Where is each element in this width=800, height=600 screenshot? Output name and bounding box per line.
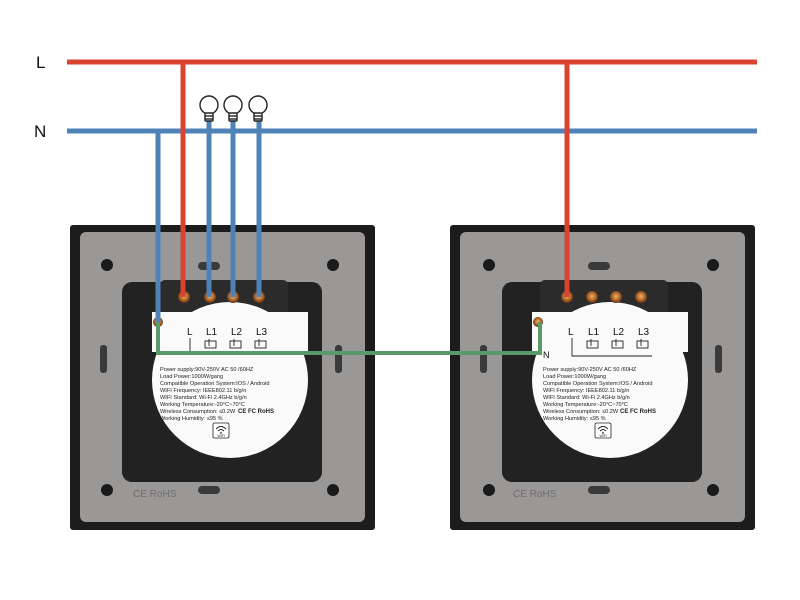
spec-line: WIFI Frequency: IEEE802.11 b/g/n [543,388,629,394]
light-bulb-icon [248,95,268,122]
wifi-caption: WIFI [218,434,225,438]
mount-hole [483,484,495,496]
switch-1-terminal-l2: L2 [231,327,243,338]
switch-2-terminal-l1: L1 [588,327,600,338]
mount-hole [101,259,113,271]
bulbs [199,95,268,122]
switch-2-terminal-block [540,280,668,314]
spec-line: WIFI Standard: Wi-Fi 2.4GHz b/g/n [160,395,247,401]
switch-1-spec-text: Power supply:90V-250V AC 50 /60HZ Load P… [160,367,269,422]
wires [67,59,757,355]
spec-line: Working Humidity: ≤95 % [543,416,606,422]
neutral-link-wire [156,322,542,355]
switch-1-emboss-text: CE RoHS [133,489,177,500]
mount-hole [101,484,113,496]
mount-hole [327,259,339,271]
mount-slot [335,345,342,373]
spec-line: Working Temperature:-20°C~70°C [543,402,628,408]
spec-line: Compatible Operation System:IOS / Androi… [160,381,269,387]
spec-line: WIFI Frequency: IEEE802.11 b/g/n [160,388,246,394]
wifi-icon: WIFI [212,422,230,439]
screw-terminal-icon [586,291,598,303]
spec-line: Power supply:90V-250V AC 50 /60HZ [160,367,254,373]
spec-line: WIFI Standard: Wi-Fi 2.4GHz b/g/n [543,395,630,401]
mount-slot [480,345,487,373]
mount-slot [588,486,610,494]
switch-2-relay-schematic [571,338,652,357]
switch-2: CE RoHS L L1 L2 L3 N Power supply:90V-25… [450,225,755,530]
mount-hole [707,484,719,496]
spec-line: Working Humidity: ≤95 % [160,416,223,422]
switch-1-terminal-l1: L1 [206,327,218,338]
switch-2-terminal-l2: L2 [613,327,625,338]
switch-2-label-top [532,312,688,352]
switch-2-terminal-l: L [568,327,574,338]
spec-line: Wireless Consumption: ≤0.2W [543,409,619,415]
mount-hole [707,259,719,271]
spec-line: Power supply:90V-250V AC 50 /60HZ [543,367,637,373]
neutral-rail-label: N [34,122,46,141]
mount-slot [100,345,107,373]
wifi-caption: WIFI [600,434,607,438]
spec-line: Working Temperature:-20°C~70°C [160,402,245,408]
live-rail-label: L [36,53,45,72]
switch-2-terminal-l3: L3 [638,327,650,338]
switch-1-terminal-block [160,280,288,314]
switch-2-neutral-label: N [543,350,550,360]
spec-line: Compatible Operation System:IOS / Androi… [543,381,652,387]
screw-terminal-icon [610,291,622,303]
spec-line: Load Power:1000W/gang [160,374,223,380]
switch-2-emboss-text: CE RoHS [513,489,557,500]
switch-1-terminal-l3: L3 [256,327,268,338]
switch-1-terminal-l: L [187,327,193,338]
switch-1-cert-marks: CE FC RoHS [238,409,274,415]
light-bulb-icon [223,95,243,122]
screw-terminal-icon [635,291,647,303]
wifi-icon: WIFI [594,422,612,439]
switch-2-cert-marks: CE FC RoHS [620,409,656,415]
light-bulb-icon [199,95,219,122]
switch-1: CE RoHS L L1 L2 L3 Power supply:90V-250V… [70,225,375,530]
spec-line: Wireless Consumption: ≤0.2W [160,409,236,415]
mount-slot [715,345,722,373]
mount-hole [327,484,339,496]
mount-slot [588,262,610,270]
spec-line: Load Power:1000W/gang [543,374,606,380]
mount-hole [483,259,495,271]
switch-2-spec-text: Power supply:90V-250V AC 50 /60HZ Load P… [543,367,652,422]
mount-slot [198,486,220,494]
